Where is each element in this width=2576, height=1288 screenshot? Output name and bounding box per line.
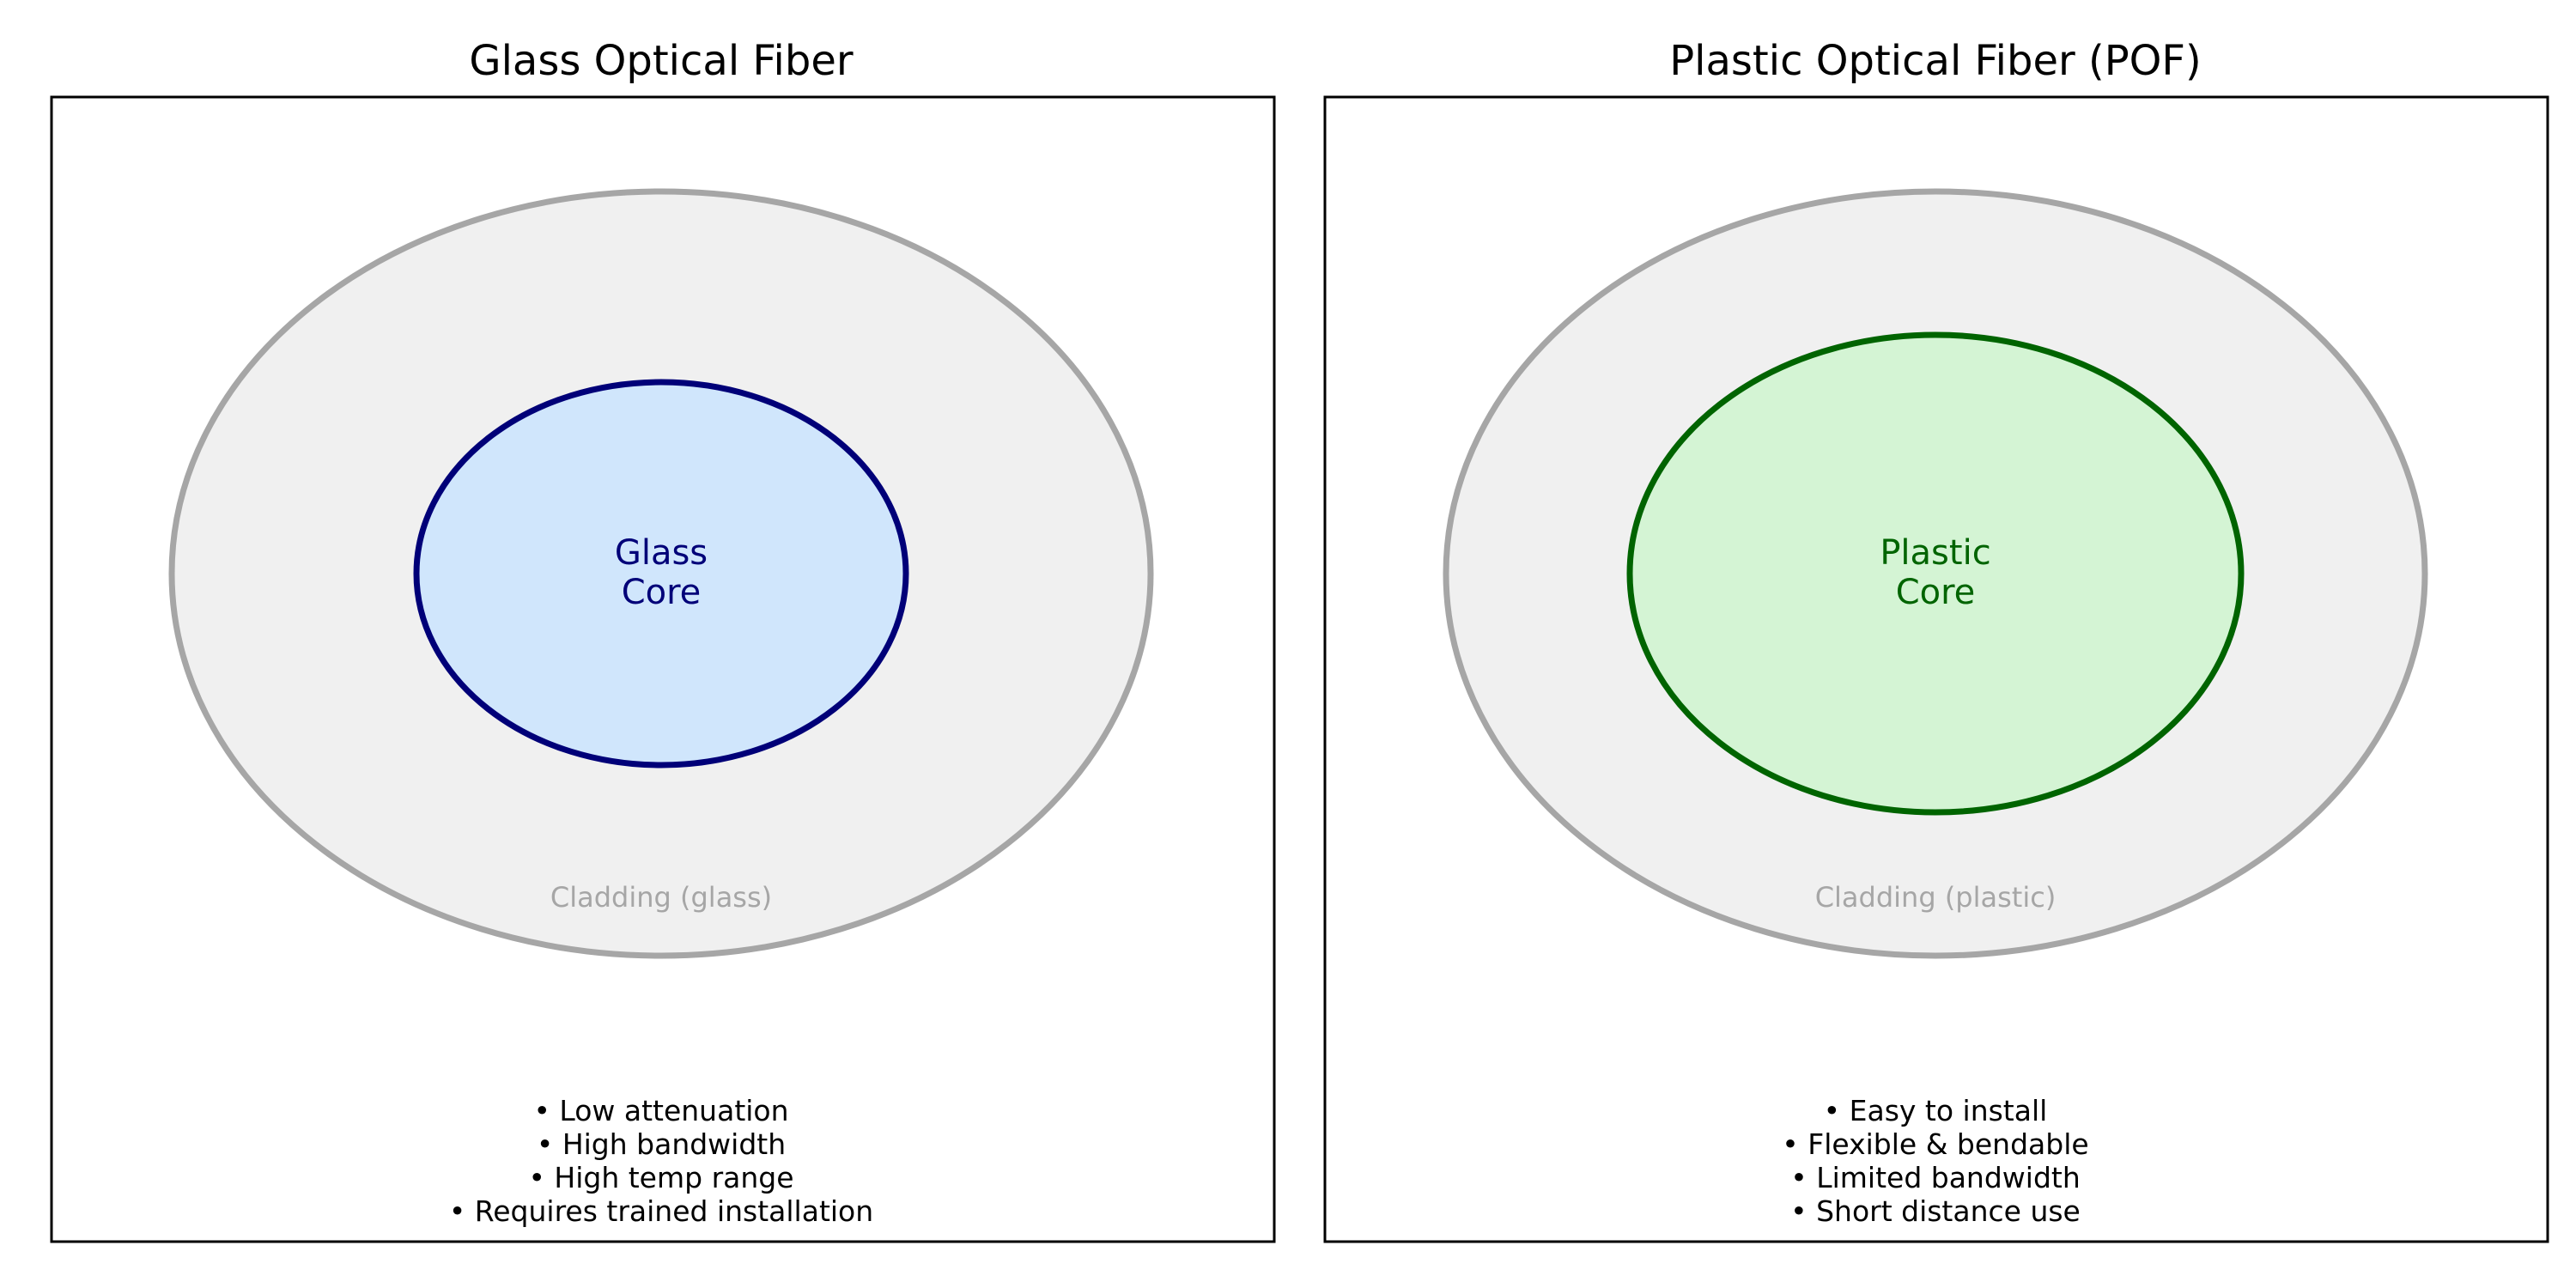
glass-panel-title: Glass Optical Fiber [469,37,853,85]
plastic-panel-frame [1323,95,2549,1243]
glass-feature-item: • Requires trained installation [449,1194,873,1228]
glass-core [413,379,909,769]
glass-cladding-label: Cladding (glass) [550,881,772,914]
plastic-feature-item: • Flexible & bendable [1782,1127,2088,1161]
plastic-feature-item: • Limited bandwidth [1790,1161,2081,1194]
plastic-core-label-line-1: Plastic [1880,533,1990,573]
glass-feature-item: • High bandwidth [537,1127,786,1161]
glass-core-label-line-1: Glass [615,533,708,573]
glass-core-label-line-2: Core [622,573,702,612]
plastic-feature-item: • Short distance use [1790,1194,2081,1228]
plastic-core [1626,331,2245,816]
plastic-core-label-line-2: Core [1896,573,1976,612]
glass-fiber-panel: Glass Optical Fiber Glass Core Cladding … [50,37,1276,1243]
glass-panel-frame [50,95,1276,1243]
glass-feature-list: • Low attenuation • High bandwidth • Hig… [449,1094,873,1228]
plastic-cladding-label: Cladding (plastic) [1815,881,2057,914]
glass-feature-item: • High temp range [528,1161,793,1194]
plastic-feature-list: • Easy to install • Flexible & bendable … [1782,1094,2088,1228]
glass-feature-item: • Low attenuation [533,1094,788,1127]
plastic-feature-item: • Easy to install [1824,1094,2048,1127]
plastic-panel-title: Plastic Optical Fiber (POF) [1669,37,2202,85]
plastic-fiber-panel: Plastic Optical Fiber (POF) Plastic Core… [1323,37,2549,1243]
